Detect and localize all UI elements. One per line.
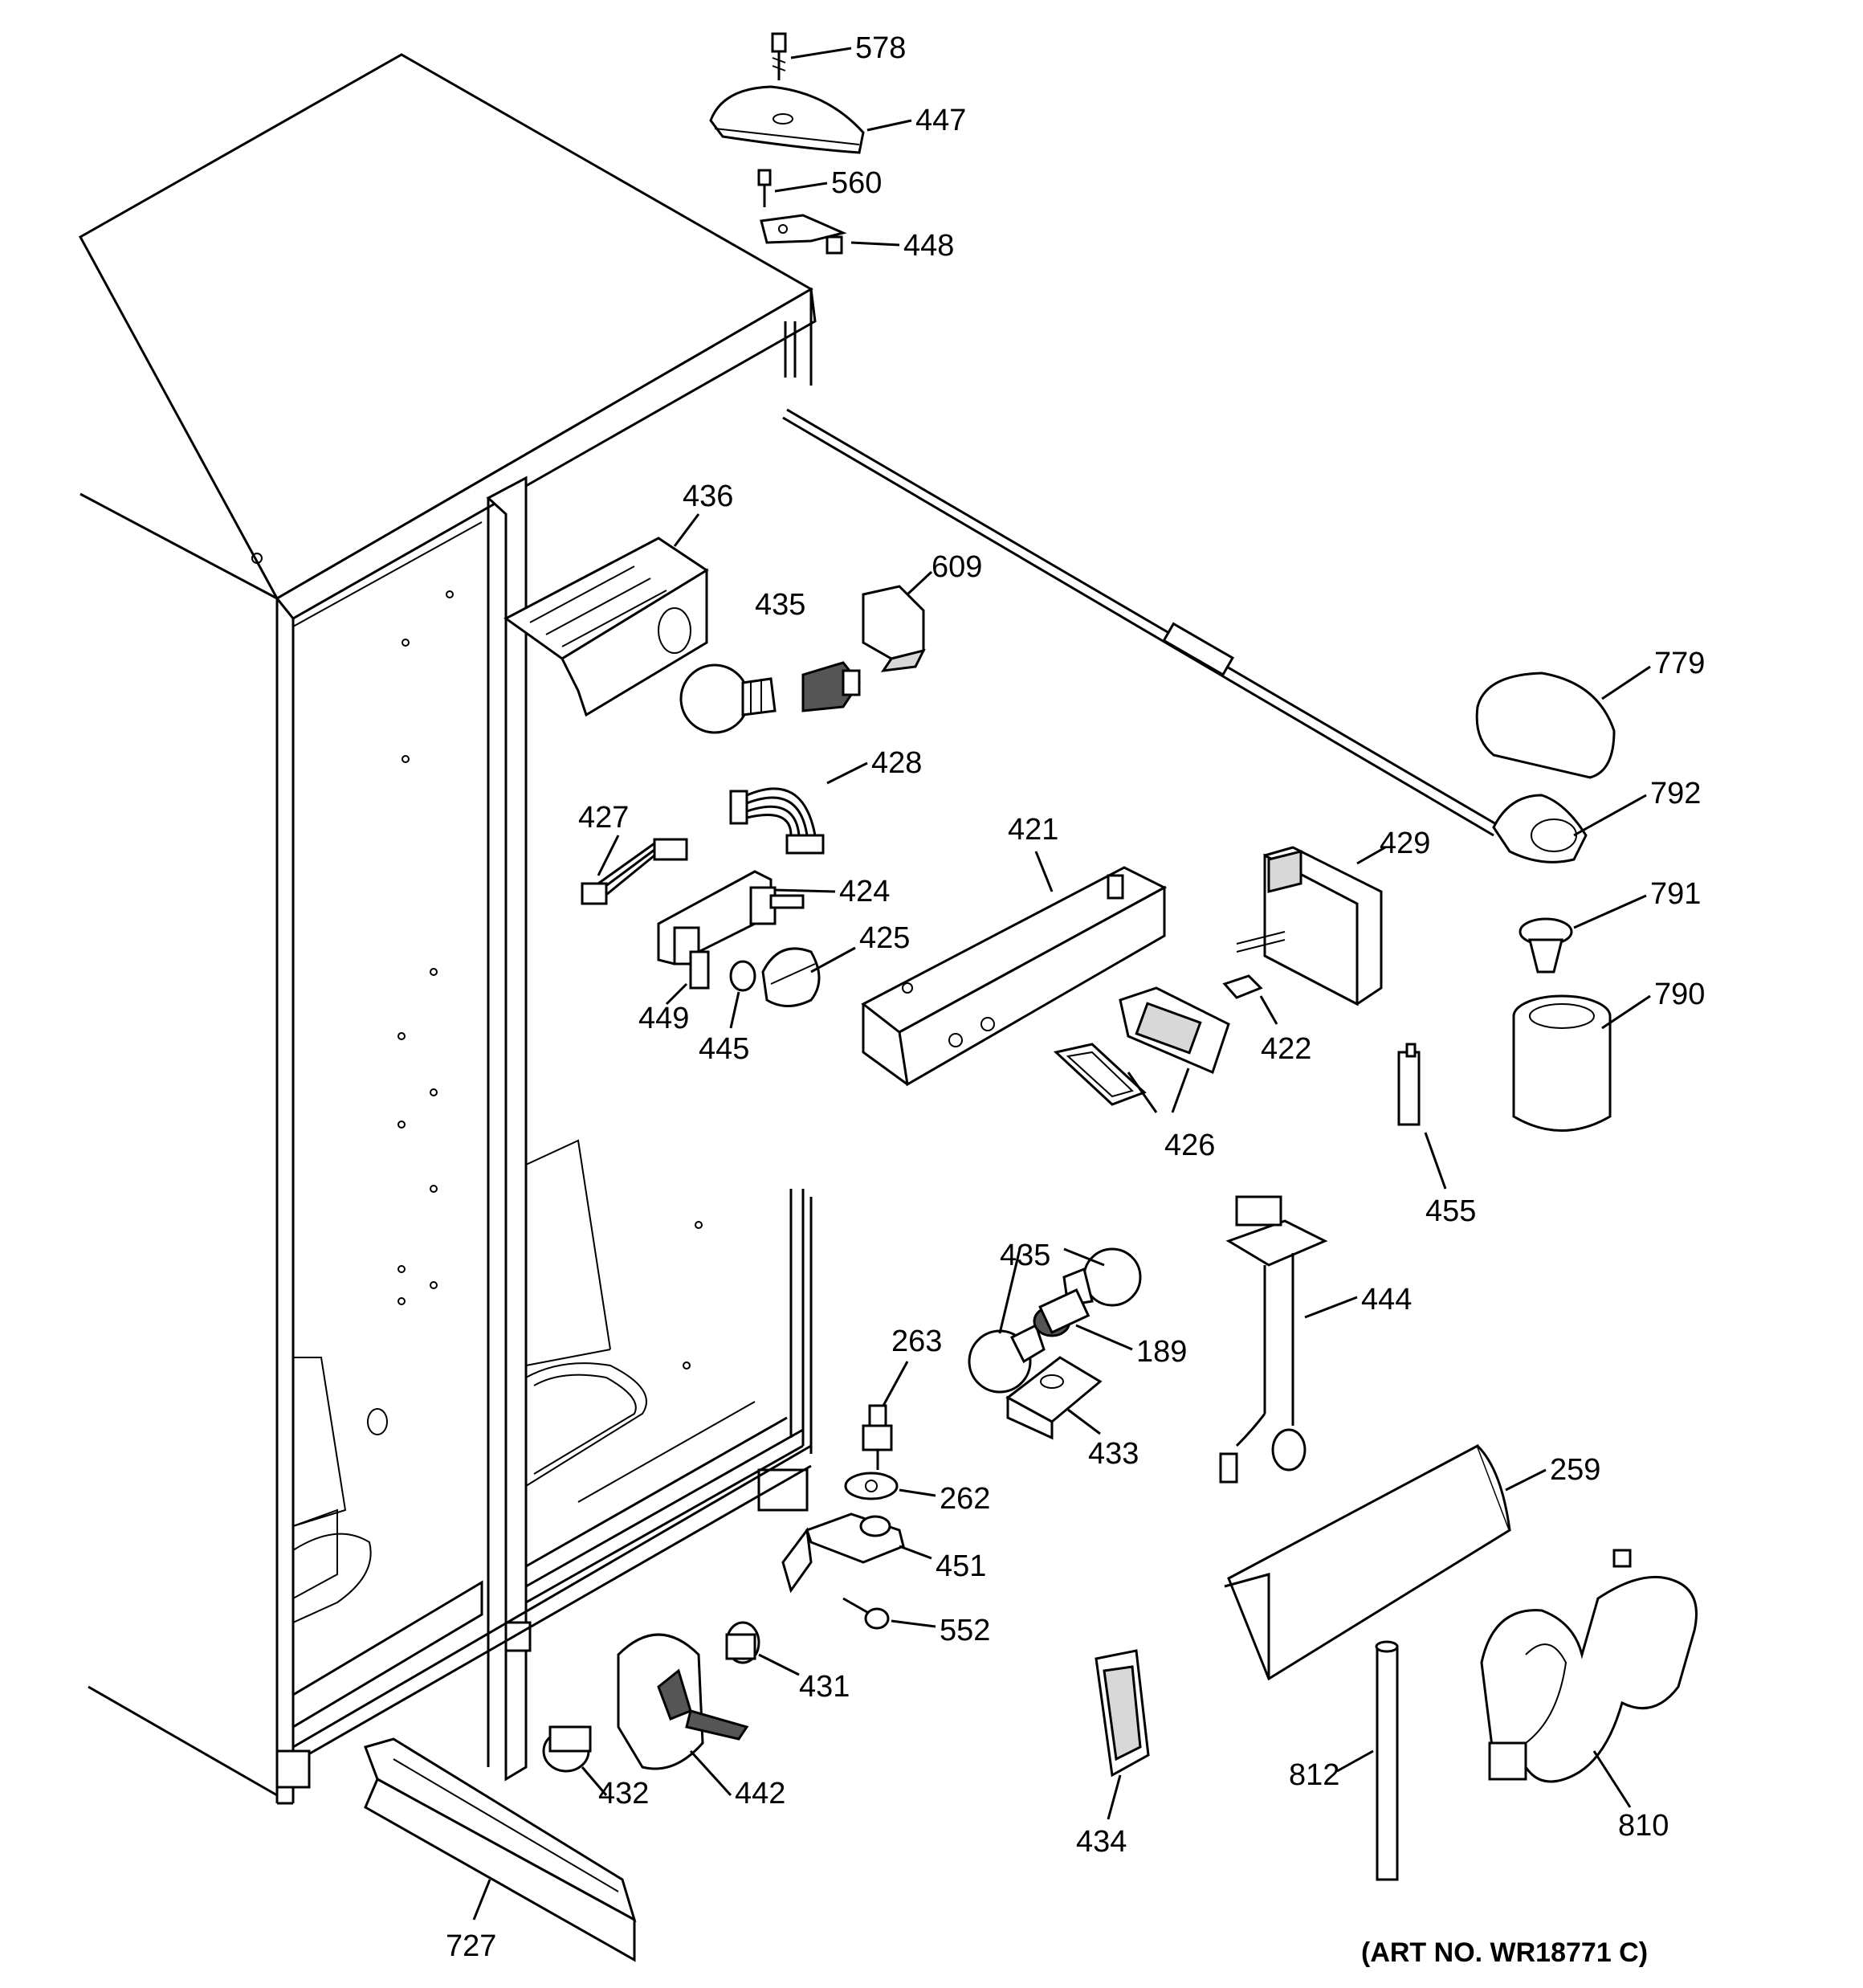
hinge-screw-560 (757, 169, 772, 207)
label-444: 444 (1361, 1283, 1412, 1316)
label-422: 422 (1261, 1032, 1311, 1066)
label-792: 792 (1650, 777, 1701, 810)
light-bulb-435b (1062, 1247, 1142, 1307)
label-447: 447 (915, 104, 966, 137)
label-259: 259 (1550, 1453, 1600, 1487)
label-727: 727 (446, 1929, 496, 1963)
label-791: 791 (1650, 877, 1701, 911)
light-shield-436 (503, 537, 709, 717)
label-428: 428 (871, 746, 922, 780)
light-socket-435 (801, 661, 861, 712)
label-434: 434 (1076, 1825, 1127, 1859)
door-switch-263 (862, 1404, 893, 1470)
label-560: 560 (831, 166, 882, 200)
hinge-screw-578 (771, 32, 787, 80)
filter-cap-779 (1475, 672, 1616, 779)
dispenser-panel-426 (1053, 986, 1230, 1106)
light-bulb-435c (968, 1323, 1046, 1394)
label-448: 448 (903, 229, 954, 263)
label-578: 578 (855, 31, 906, 65)
screw-552 (842, 1597, 890, 1630)
label-442: 442 (735, 1777, 785, 1810)
kickplate-727 (364, 1737, 637, 1962)
hinge-cover-447 (709, 85, 865, 154)
label-790: 790 (1654, 978, 1705, 1011)
filter-head-792 (1492, 794, 1588, 863)
art-number: (ART NO. WR18771 C) (1361, 1937, 1648, 1968)
tube-812 (1375, 1640, 1399, 1881)
part-455 (1397, 1043, 1421, 1126)
dispenser-cover-429 (1236, 846, 1383, 1006)
tube-assembly (782, 408, 1502, 837)
light-bulb-435 (679, 663, 777, 734)
wire-harness-427 (581, 838, 688, 905)
wire-harness-428 (729, 787, 825, 855)
switch-609 (862, 585, 926, 672)
socket-housing-433 (1005, 1356, 1103, 1440)
refrigerator-cabinet (78, 53, 817, 1805)
label-435b: 435 (1000, 1239, 1050, 1272)
fill-tube-810 (1480, 1549, 1698, 1783)
label-435a: 435 (755, 588, 805, 622)
label-455: 455 (1425, 1194, 1476, 1228)
filter-bypass-791 (1519, 917, 1573, 974)
damper-431 (725, 1621, 760, 1664)
damper-motor-442 (617, 1633, 749, 1770)
label-424: 424 (839, 875, 890, 908)
label-445: 445 (699, 1032, 749, 1066)
washer-262 (844, 1472, 899, 1500)
label-262: 262 (940, 1482, 990, 1516)
label-432: 432 (598, 1777, 649, 1810)
label-433: 433 (1088, 1437, 1139, 1471)
water-filter-790 (1512, 994, 1612, 1132)
label-779: 779 (1654, 647, 1705, 680)
label-427: 427 (578, 801, 629, 835)
control-knob-449 (689, 950, 710, 990)
label-436: 436 (683, 480, 733, 513)
hinge-451 (781, 1512, 905, 1594)
label-189: 189 (1136, 1335, 1187, 1369)
knob-445 (729, 960, 756, 992)
label-552: 552 (940, 1614, 990, 1647)
label-421: 421 (1008, 813, 1058, 847)
hinge-448 (760, 214, 847, 255)
label-426: 426 (1164, 1129, 1215, 1162)
label-451: 451 (936, 1549, 986, 1583)
label-609: 609 (932, 550, 982, 584)
grille-434 (1095, 1649, 1150, 1778)
clip-422 (1222, 974, 1263, 999)
drain-cover-259 (1224, 1443, 1511, 1681)
thermostat-444 (1219, 1195, 1328, 1484)
control-board-424 (657, 870, 805, 965)
light-socket-189 (1033, 1288, 1090, 1337)
label-449: 449 (638, 1002, 689, 1035)
control-housing-421 (861, 866, 1168, 1087)
knob-425 (761, 947, 821, 1007)
leader-lines (472, 47, 1651, 1921)
part-labels: 578 447 560 448 436 609 435 779 792 791 … (446, 31, 1705, 1963)
label-431: 431 (799, 1670, 850, 1704)
label-263: 263 (891, 1325, 942, 1358)
cap-432 (542, 1725, 592, 1773)
label-810: 810 (1618, 1809, 1669, 1843)
label-812: 812 (1289, 1758, 1339, 1792)
label-425: 425 (859, 921, 910, 955)
label-429: 429 (1380, 827, 1430, 860)
